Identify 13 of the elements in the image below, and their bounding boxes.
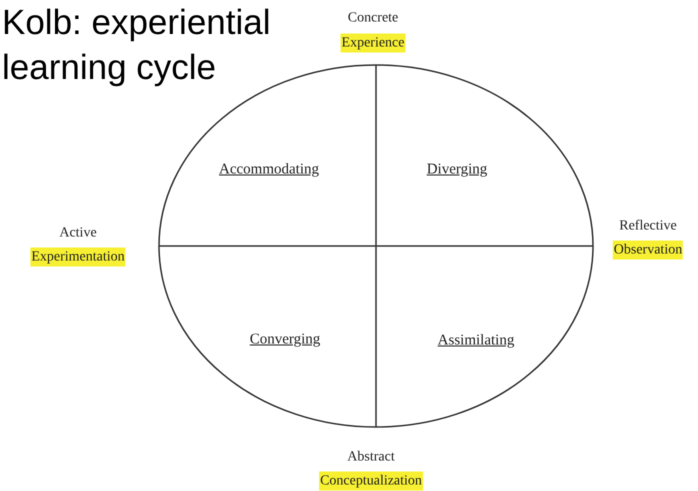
- highlighted-label: Observation: [612, 240, 684, 260]
- pole-label: Active: [59, 224, 97, 242]
- quadrant-label: Assimilating: [438, 332, 514, 350]
- pole-label: Abstract: [347, 448, 395, 466]
- pole-label: Concrete: [348, 10, 398, 28]
- highlighted-label: Conceptualization: [319, 472, 423, 490]
- highlighted-label: Experience: [340, 34, 406, 52]
- highlighted-label: Experimentation: [30, 248, 126, 266]
- title: Kolb: experiential learning cycle: [2, 2, 272, 89]
- pole-label: Reflective: [619, 218, 677, 236]
- quadrant-label: Diverging: [426, 160, 488, 180]
- quadrant-label: Accommodating: [219, 160, 319, 180]
- quadrant-label: Converging: [250, 330, 320, 350]
